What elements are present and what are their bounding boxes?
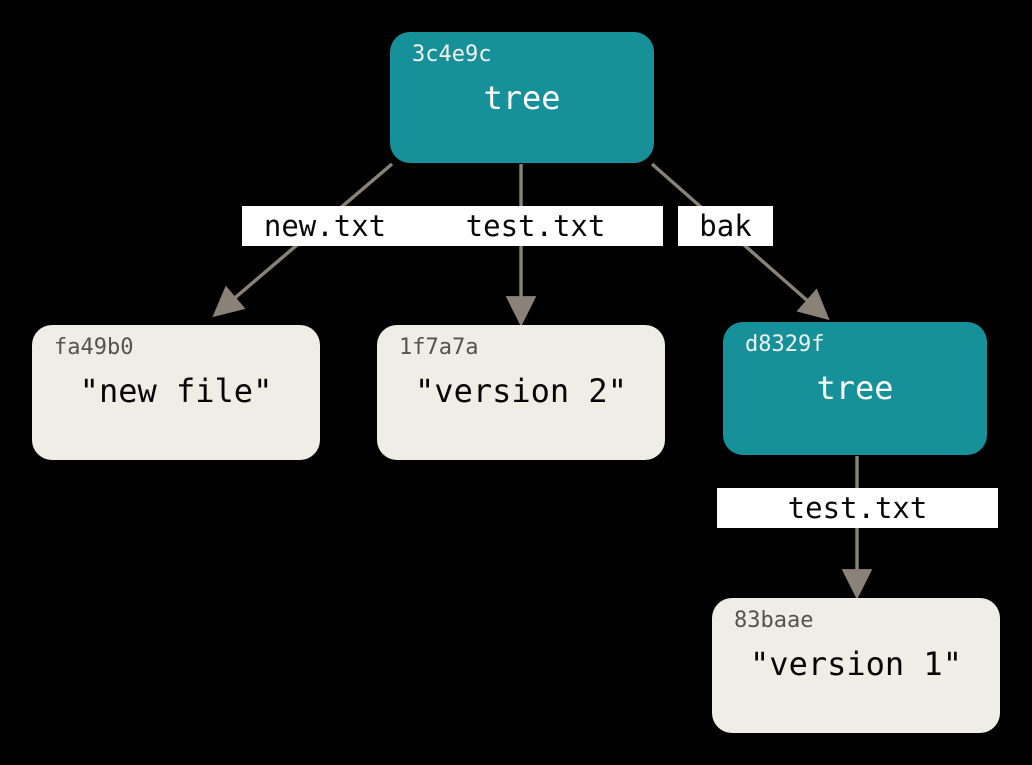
edge-label-group-top: new.txt test.txt	[242, 206, 663, 246]
node-sub-tree[interactable]: d8329f tree	[723, 322, 987, 455]
node-content: tree	[483, 79, 561, 117]
node-content: "version 2"	[415, 372, 627, 410]
node-blob-version-2[interactable]: 1f7a7a "version 2"	[377, 325, 665, 460]
node-hash: fa49b0	[54, 335, 134, 360]
edge-label-new-txt[interactable]: new.txt	[263, 209, 387, 243]
edge-label-bak[interactable]: bak	[678, 206, 773, 246]
node-content: "new file"	[79, 372, 273, 410]
node-hash: 1f7a7a	[399, 335, 479, 360]
edge-label-test-txt-top[interactable]: test.txt	[465, 209, 606, 243]
node-root-tree[interactable]: 3c4e9c tree	[390, 32, 654, 163]
node-hash: 3c4e9c	[412, 42, 492, 67]
node-content: tree	[816, 369, 894, 407]
node-content: "version 1"	[750, 645, 962, 683]
node-hash: 83baae	[734, 608, 814, 633]
node-hash: d8329f	[745, 332, 825, 357]
node-blob-version-1[interactable]: 83baae "version 1"	[712, 598, 1000, 733]
node-blob-new-file[interactable]: fa49b0 "new file"	[32, 325, 320, 460]
edge-label-test-txt-sub[interactable]: test.txt	[717, 488, 998, 528]
